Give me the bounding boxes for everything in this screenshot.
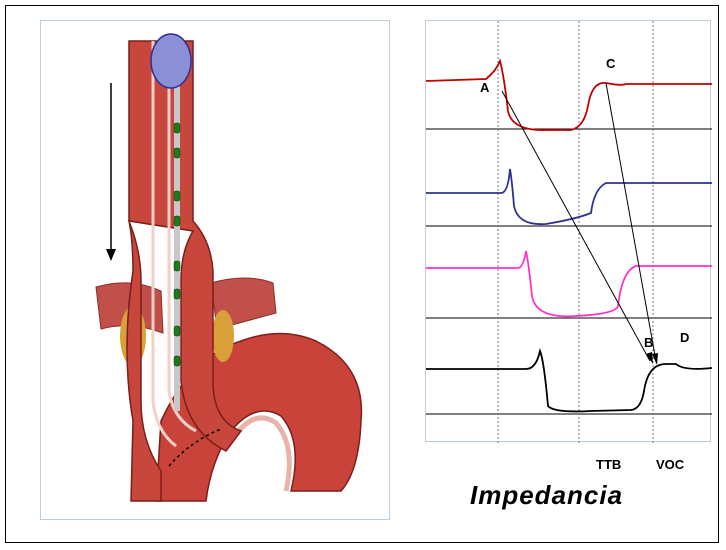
impedance-traces — [426, 21, 712, 443]
impedance-trace-panel — [425, 20, 711, 442]
axis-label-voc: VOC — [656, 457, 684, 472]
fat-pad-right — [212, 310, 234, 362]
marker-label-a: A — [480, 80, 489, 95]
esophagus-illustration — [41, 21, 391, 521]
electrode — [174, 289, 180, 299]
electrode — [174, 191, 180, 201]
arrow-c-d — [606, 83, 656, 361]
trace-1 — [426, 61, 712, 130]
trace-3 — [426, 251, 712, 316]
electrode — [174, 356, 180, 366]
figure-title: Impedancia — [470, 480, 623, 511]
electrode — [174, 216, 180, 226]
direction-arrowhead — [106, 249, 116, 261]
arrowhead-a-b — [646, 352, 653, 364]
electrode — [174, 326, 180, 336]
trace-4 — [426, 351, 712, 411]
anatomy-panel — [40, 20, 390, 520]
marker-label-b: B — [644, 335, 653, 350]
stomach-wall — [237, 418, 289, 491]
electrode — [174, 148, 180, 158]
marker-label-d: D — [680, 330, 689, 345]
bolus — [151, 34, 191, 88]
electrode — [174, 261, 180, 271]
marker-label-c: C — [606, 56, 615, 71]
axis-label-ttb: TTB — [596, 457, 621, 472]
electrode — [174, 123, 180, 133]
trace-2 — [426, 169, 712, 224]
